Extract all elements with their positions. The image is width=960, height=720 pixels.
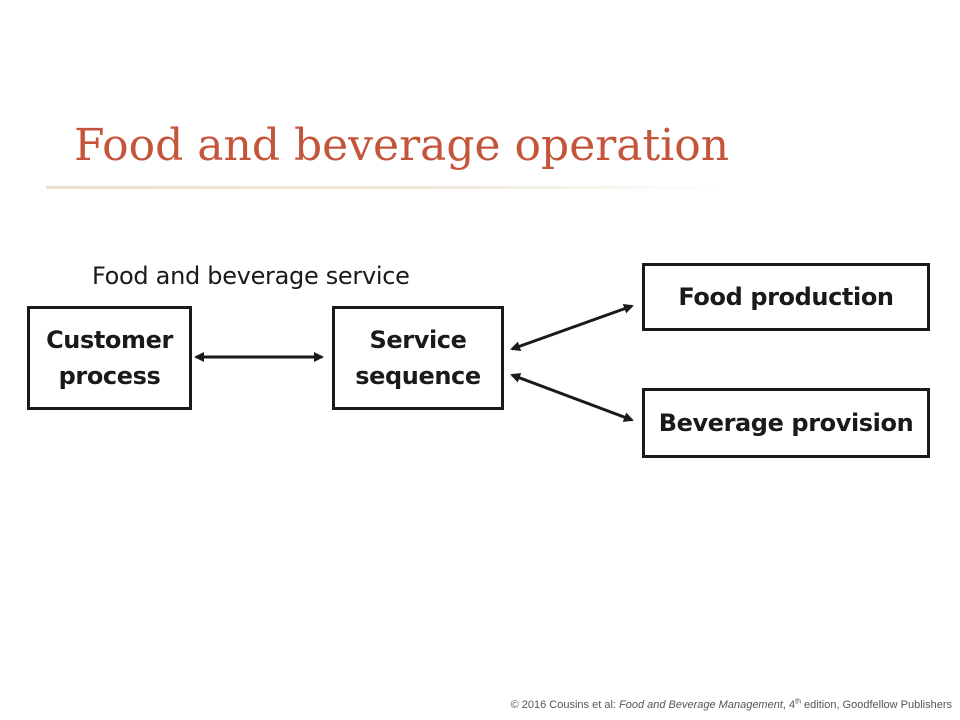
edition-suffix: th bbox=[795, 698, 801, 706]
node-service-sequence: Service sequence bbox=[332, 306, 504, 410]
copyright-notice: © 2016 Cousins et al: Food and Beverage … bbox=[511, 698, 952, 712]
arrow-service-food bbox=[510, 303, 634, 352]
node-beverage-provision: Beverage provision bbox=[642, 388, 930, 458]
node-beverage-provision-label: Beverage provision bbox=[658, 409, 914, 437]
node-customer-process-line2: process bbox=[58, 362, 161, 390]
copyright-prefix: © 2016 Cousins et al: bbox=[510, 699, 619, 711]
node-food-production-label: Food production bbox=[678, 283, 894, 311]
edition-prefix: , 4 bbox=[782, 699, 796, 711]
edition-rest: edition, Goodfellow Publishers bbox=[800, 699, 952, 711]
node-customer-process-line1: Customer bbox=[46, 326, 173, 354]
book-title: Food and Beverage Management bbox=[619, 699, 783, 711]
group-label-food-beverage-service: Food and beverage service bbox=[92, 262, 410, 290]
slide-title: Food and beverage operation bbox=[74, 120, 730, 171]
arrow-service-beverage bbox=[510, 373, 634, 422]
node-food-production: Food production bbox=[642, 263, 930, 331]
node-service-sequence-line2: sequence bbox=[355, 362, 481, 390]
title-underline bbox=[46, 186, 726, 189]
node-service-sequence-line1: Service bbox=[369, 326, 467, 354]
node-customer-process: Customer process bbox=[27, 306, 192, 410]
